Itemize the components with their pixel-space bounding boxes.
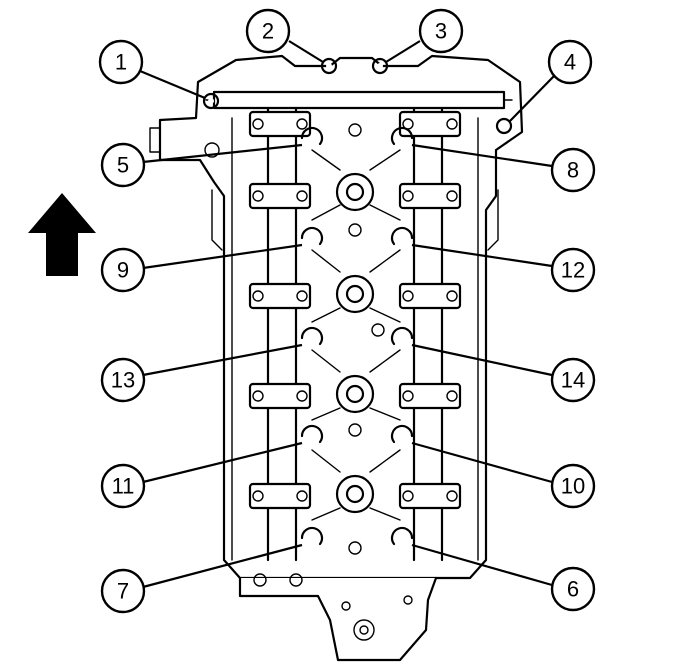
spark-plug-wells [311, 123, 401, 555]
callout: 2 [245, 8, 291, 54]
callout: 11 [100, 463, 146, 509]
callout-label: 13 [111, 368, 135, 393]
callout-label: 14 [561, 368, 585, 393]
callout: 9 [100, 247, 146, 293]
callout-label: 7 [117, 579, 129, 604]
callout-label: 5 [117, 153, 129, 178]
callout: 12 [550, 247, 596, 293]
callout-label: 12 [561, 258, 585, 283]
callout: 13 [100, 357, 146, 403]
callout-label: 11 [112, 474, 135, 499]
callout-label: 3 [435, 19, 447, 44]
callout-label: 10 [561, 474, 585, 499]
callout: 6 [550, 566, 596, 612]
callout-label: 6 [567, 577, 579, 602]
callout-label: 1 [115, 50, 127, 75]
callout: 10 [550, 463, 596, 509]
leader-lines [139, 40, 555, 589]
callout: 14 [550, 357, 596, 403]
callout: 8 [550, 147, 596, 193]
callout-label: 9 [117, 258, 129, 283]
callout: 4 [547, 39, 593, 85]
callout-label: 8 [567, 158, 579, 183]
up-arrow-icon [28, 193, 96, 276]
callout: 5 [100, 142, 146, 188]
callout: 1 [98, 39, 144, 85]
head-bolts [202, 57, 513, 546]
callout: 3 [418, 8, 464, 54]
bearing-caps [248, 110, 462, 510]
callout-label: 4 [564, 50, 576, 75]
callout: 7 [100, 568, 146, 614]
callout-label: 2 [262, 19, 274, 44]
